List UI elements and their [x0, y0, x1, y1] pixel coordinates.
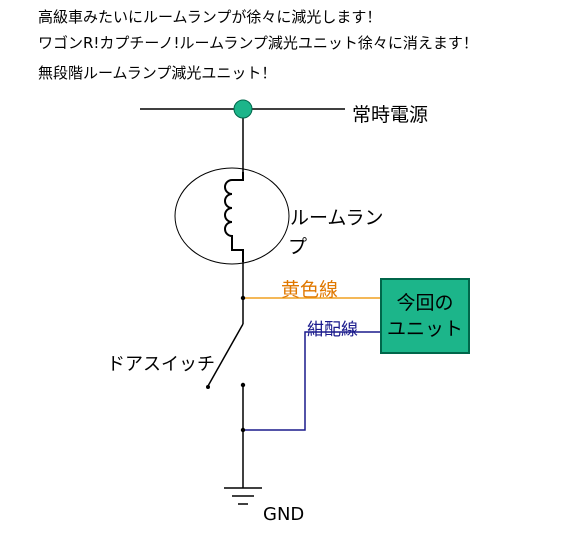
junction-yellow [240, 295, 246, 301]
switch-blade [207, 323, 244, 387]
dimmer-unit-box: 今回の ユニット [380, 278, 470, 354]
header-line-2: ワゴンR!カプチーノ!ルームランプ減光ユニット徐々に消えます！ [38, 34, 478, 52]
power-node [233, 99, 253, 119]
lamp-label-2: プ [288, 236, 308, 258]
ground-label: GND [263, 504, 305, 525]
junction-switch [240, 382, 246, 388]
header-line-3: 無段階ルームランプ減光ユニット！ [38, 64, 277, 82]
unit-label-line1: 今回の [396, 292, 454, 314]
door-switch-label: ドアスイッチ [107, 354, 215, 375]
yellow-wire-label: 黄色線 [281, 279, 339, 301]
lamp-coil [224, 172, 244, 262]
power-label: 常時電源 [352, 104, 429, 126]
header-line-1: 高級車みたいにルームランプが徐々に減光します！ [38, 8, 382, 26]
junction-navy [240, 427, 246, 433]
lamp-label-1: ルームラン [290, 207, 384, 229]
unit-label-line2: ユニット [386, 318, 463, 340]
navy-wire-label: 紺配線 [307, 320, 358, 340]
switch-contact [206, 385, 210, 389]
navy-wire [243, 331, 380, 431]
lamp-circle [174, 167, 290, 265]
